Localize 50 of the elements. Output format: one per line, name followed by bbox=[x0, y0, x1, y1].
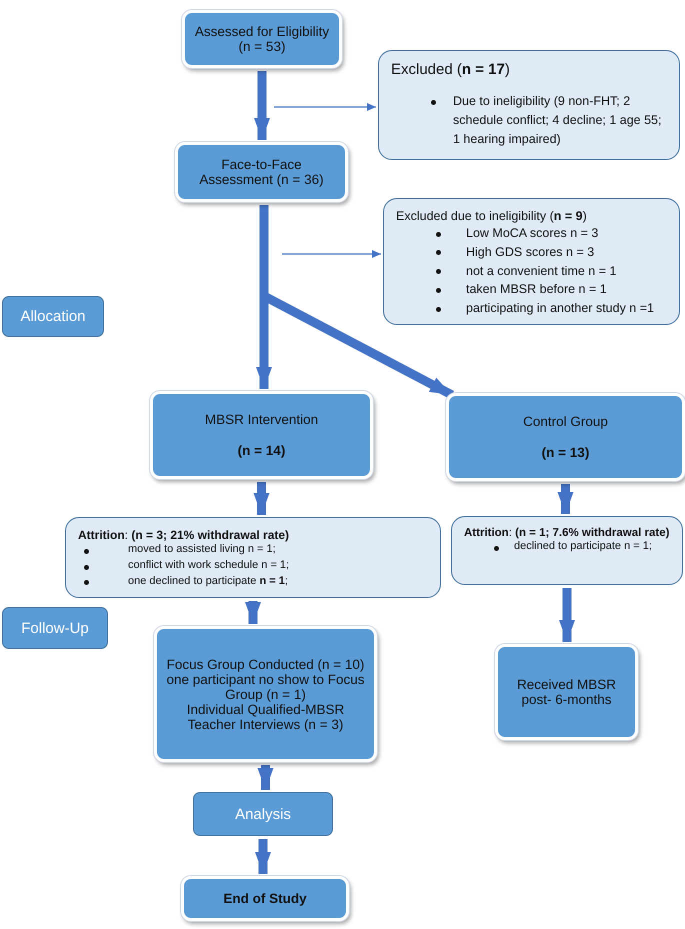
arrow bbox=[558, 484, 574, 514]
bullet-item: moved to assisted living n = 1; bbox=[128, 542, 432, 558]
process-box bbox=[182, 10, 342, 68]
bullet-item: High GDS scores n = 3 bbox=[466, 242, 671, 262]
arrow bbox=[282, 250, 381, 258]
process-box bbox=[150, 391, 373, 479]
count-text: (n = 13) bbox=[542, 445, 590, 460]
note-box bbox=[451, 516, 683, 585]
arrow bbox=[254, 482, 270, 515]
count-text: (n = 14) bbox=[238, 443, 286, 458]
bullet-item: Due to ineligibility (9 non-FHT; 2 schedule conflict; 4 decline; 1 age 55; 1 hearing impaired) bbox=[453, 92, 671, 148]
stage-label-box bbox=[2, 607, 108, 649]
note-box bbox=[378, 50, 680, 160]
bullet-item: declined to participate n = 1; bbox=[514, 539, 674, 555]
box-text: Received MBSR post- 6-months bbox=[516, 677, 618, 707]
note-heading: Attrition: (n = 3; 21% withdrawal rate) bbox=[78, 528, 290, 542]
note-heading: Excluded (n = 17) bbox=[391, 61, 511, 78]
bullet-item: participating in another study n =1 bbox=[466, 299, 671, 318]
arrow bbox=[274, 103, 376, 111]
arrow bbox=[245, 601, 261, 624]
stage-label-box bbox=[2, 296, 104, 337]
bullet-item: conflict with work schedule n = 1; bbox=[128, 558, 432, 574]
note-box bbox=[65, 517, 441, 598]
box-text: MBSR Intervention bbox=[204, 412, 318, 427]
box-text: Allocation bbox=[20, 308, 86, 325]
bullet-item: Low MoCA scores n = 3 bbox=[466, 224, 671, 243]
process-box bbox=[181, 876, 349, 921]
box-text: Follow-Up bbox=[21, 620, 89, 636]
process-box bbox=[495, 644, 638, 740]
process-box bbox=[175, 142, 348, 202]
box-text: Focus Group Conducted (n = 10) one participant no show to Focus Group (n = 1) bbox=[165, 656, 366, 702]
bullet-item: not a convenient time n = 1 bbox=[466, 262, 671, 280]
box-text: Assessed for Eligibility (n = 53) bbox=[194, 24, 330, 54]
box-text: Control Group bbox=[523, 414, 608, 429]
arrow bbox=[559, 588, 575, 642]
bullet-item: taken MBSR before n = 1 bbox=[466, 280, 671, 299]
box-text: Face-to-Face Assessment (n = 36) bbox=[198, 157, 325, 187]
bullet-item: one declined to participate n = 1; bbox=[128, 574, 432, 590]
process-box bbox=[446, 393, 685, 481]
box-text: Analysis bbox=[235, 806, 291, 822]
process-box bbox=[154, 626, 377, 762]
arrow bbox=[254, 71, 270, 140]
note-box bbox=[383, 198, 680, 325]
box-text: Individual Qualified-MBSR Teacher Interviews (n = 3) bbox=[186, 702, 346, 732]
stage-label-box bbox=[193, 792, 333, 836]
box-text: End of Study bbox=[223, 891, 307, 906]
note-heading: Attrition: (n = 1; 7.6% withdrawal rate) bbox=[464, 527, 670, 539]
arrow bbox=[255, 839, 271, 874]
note-heading: Excluded due to ineligibility (n = 9) bbox=[396, 209, 588, 223]
arrow bbox=[258, 765, 274, 790]
